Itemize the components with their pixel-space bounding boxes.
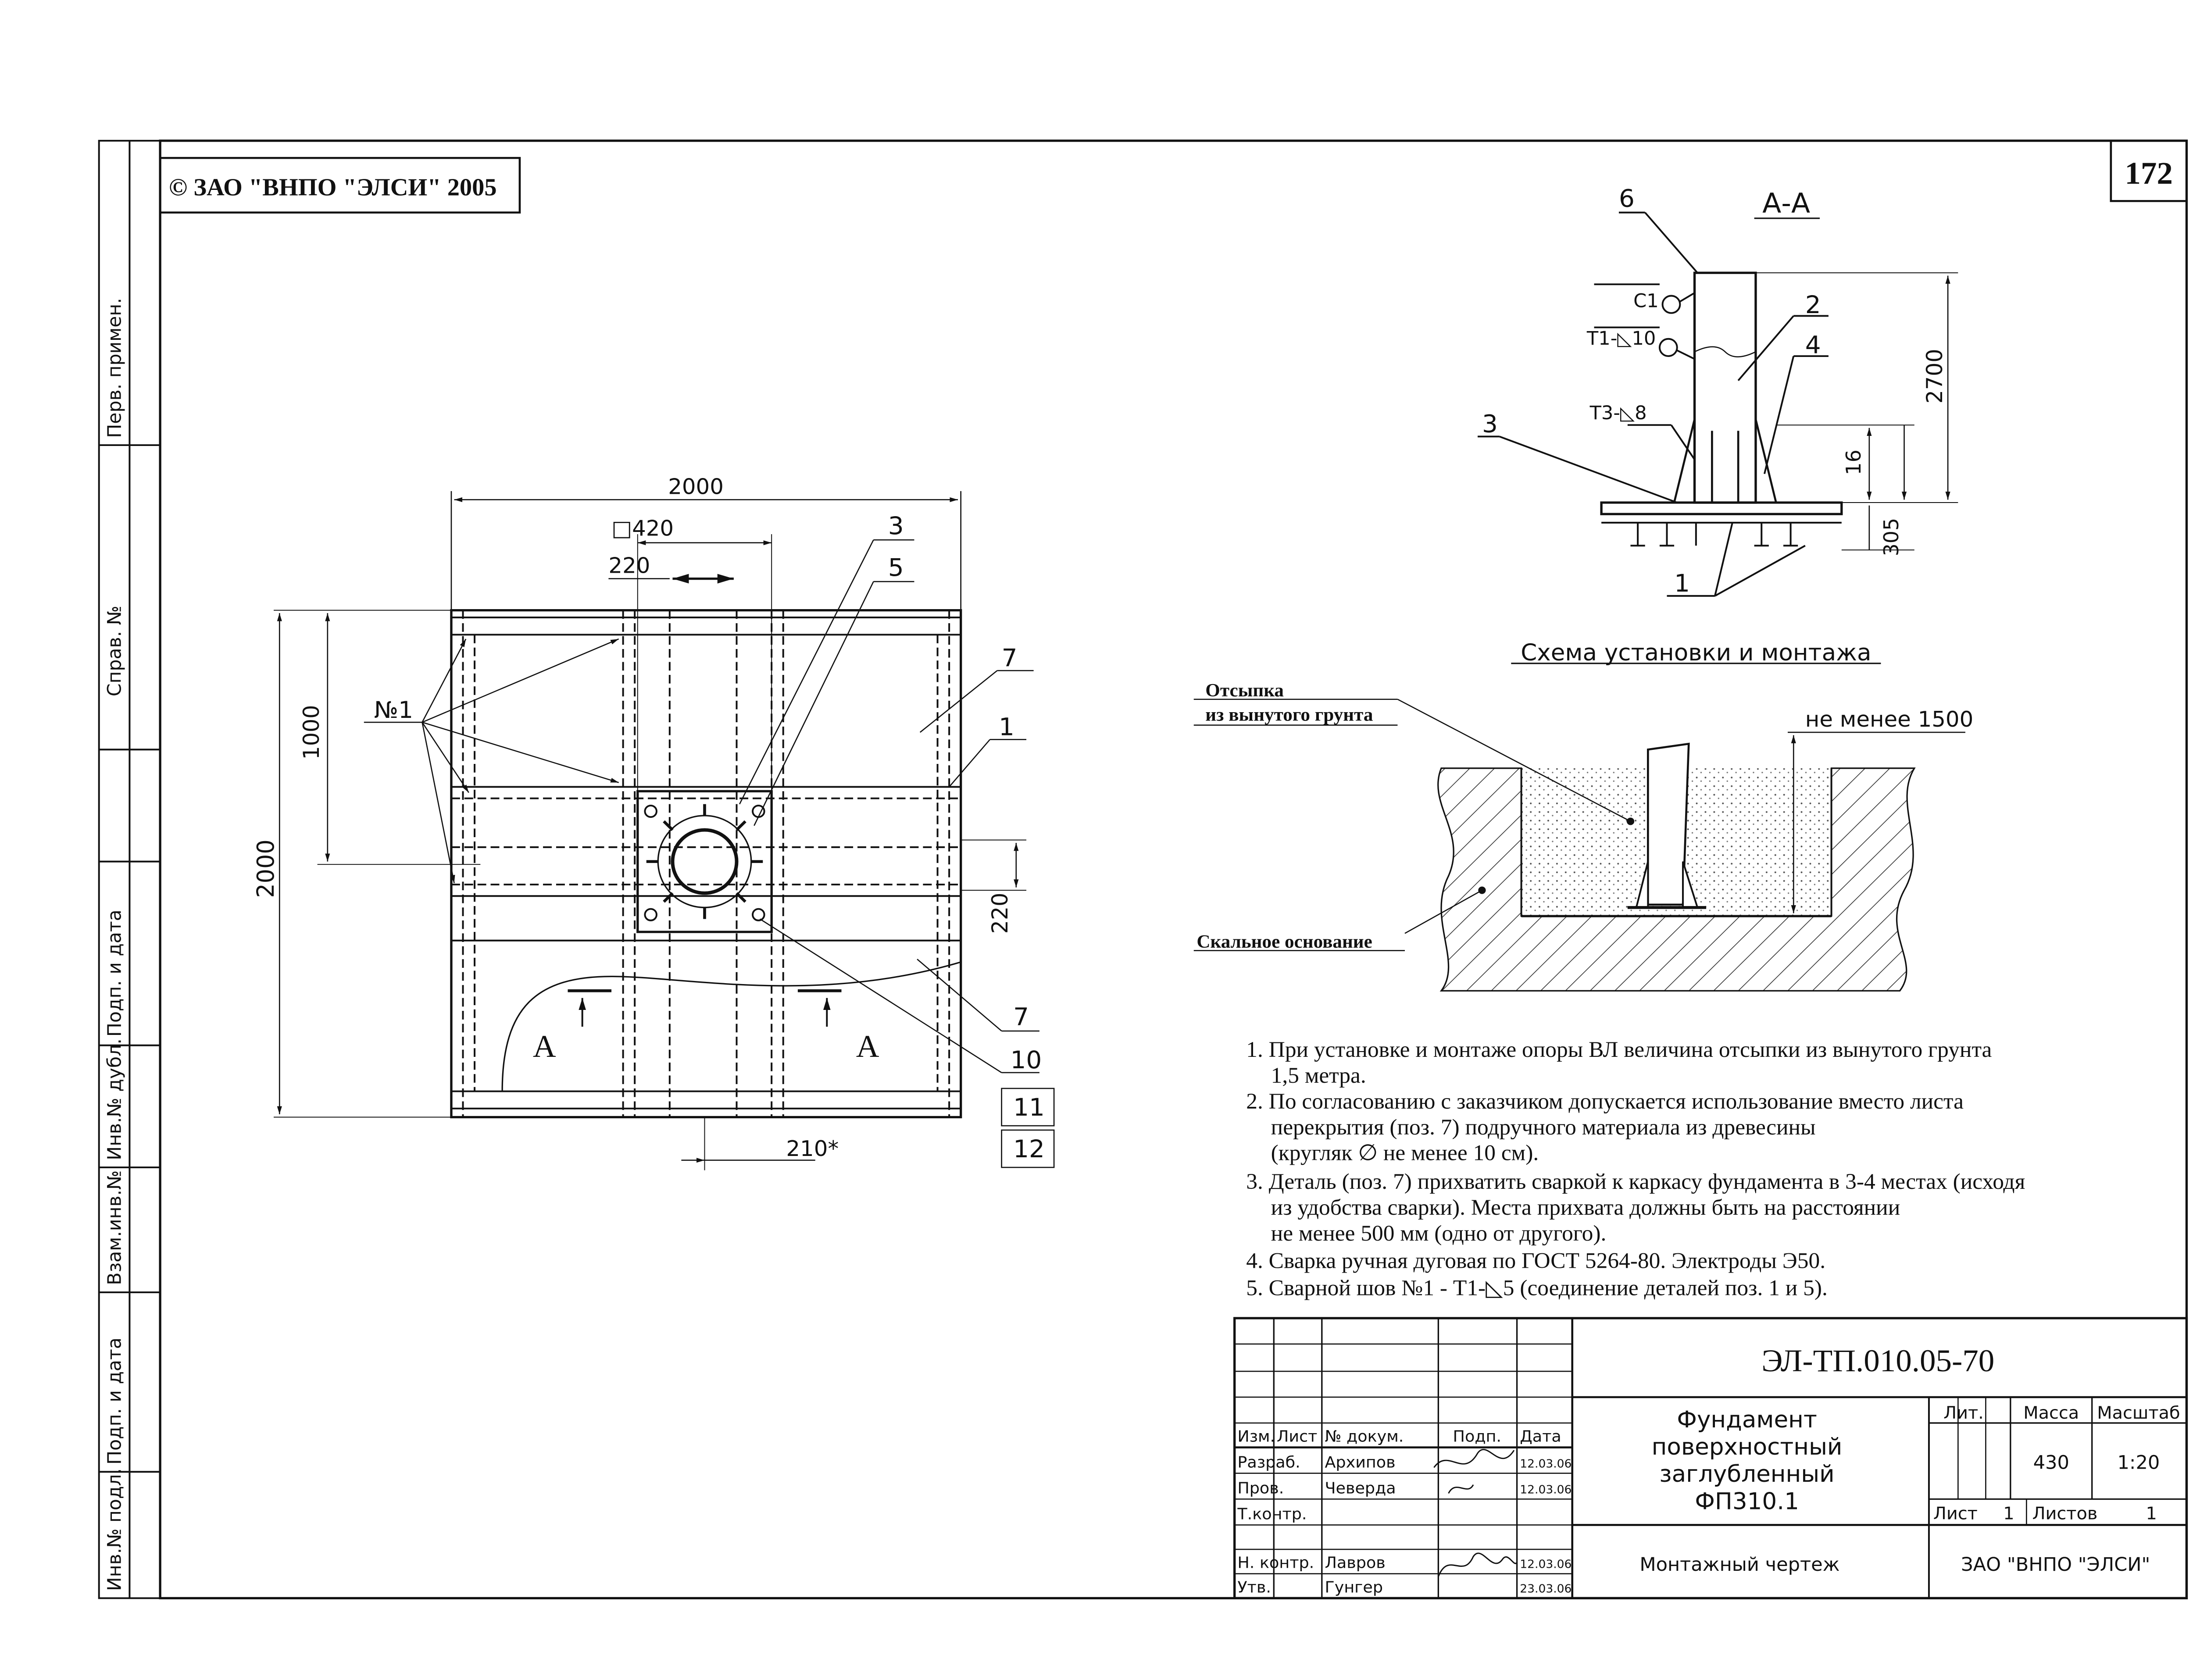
- dim-220-top: 220: [608, 553, 650, 578]
- note-line: 1,5 метра.: [1271, 1063, 1366, 1088]
- callout: 1: [999, 713, 1014, 742]
- side-stamp-label: Перв. примен.: [104, 298, 125, 438]
- role-label: Разраб.: [1237, 1453, 1300, 1472]
- dim-220-right: 220: [987, 893, 1013, 934]
- callout: 1: [1674, 569, 1690, 598]
- section-mark: A: [856, 1028, 879, 1063]
- drawing-type: Монтажный чертеж: [1639, 1554, 1839, 1576]
- section-title: А-А: [1762, 187, 1810, 219]
- note-line: (кругляк ∅ не менее 10 см).: [1271, 1141, 1539, 1166]
- note-line: не менее 500 мм (одно от другого).: [1271, 1221, 1607, 1246]
- weld-t1: Т1-◺10: [1586, 328, 1656, 350]
- note-line: перекрытия (поз. 7) подручного материала…: [1271, 1115, 1816, 1140]
- hdr-scale: Масштаб: [2097, 1403, 2180, 1423]
- title-block-grid: [1233, 1317, 2188, 1600]
- weld-label: №1: [374, 697, 413, 724]
- col-header: № докум.: [1325, 1427, 1404, 1446]
- label-backfill: из вынутого грунта: [1205, 705, 1373, 725]
- callout: 10: [1011, 1046, 1042, 1075]
- notes-block: 1. При установке и монтаже опоры ВЛ вели…: [1246, 1037, 2025, 1300]
- side-stamp-label: Справ. №: [104, 606, 125, 696]
- dim-plate: □420: [611, 516, 674, 541]
- callout: 3: [1482, 410, 1498, 439]
- callout: 7: [1002, 644, 1018, 673]
- role-date: 12.03.06: [1520, 1558, 1572, 1571]
- doc-code: ЭЛ-ТП.010.05-70: [1761, 1343, 1994, 1378]
- doc-name-line: поверхностный: [1652, 1434, 1843, 1460]
- role-name: Архипов: [1325, 1453, 1395, 1472]
- role-name: Гунгер: [1325, 1578, 1383, 1597]
- role-label: Утв.: [1237, 1578, 1271, 1597]
- dim-overall-width: 2000: [668, 474, 724, 499]
- plan-view: [274, 491, 1055, 1170]
- col-header: Подп.: [1453, 1427, 1501, 1446]
- callout: 12: [1013, 1135, 1045, 1164]
- note-line: 4. Сварка ручная дуговая по ГОСТ 5264-80…: [1246, 1248, 1825, 1273]
- note-line: 3. Деталь (поз. 7) прихватить сваркой к …: [1246, 1170, 2025, 1195]
- signatures: [1433, 1449, 1518, 1577]
- dim-height: 2700: [1922, 349, 1947, 403]
- note-line: 2. По согласованию с заказчиком допускае…: [1246, 1089, 1964, 1114]
- role-label: Пров.: [1237, 1479, 1284, 1498]
- weld-t3: Т3-◺8: [1589, 402, 1647, 424]
- dim-overall-height: 2000: [253, 839, 279, 898]
- sheets-label: Листов: [2032, 1504, 2098, 1524]
- weld-c1: C1: [1633, 290, 1659, 312]
- callout: 5: [888, 553, 904, 582]
- sheets-value: 1: [2146, 1504, 2157, 1524]
- doc-name-line: заглубленный: [1659, 1461, 1834, 1488]
- role-date: 12.03.06: [1520, 1458, 1572, 1471]
- callout: 4: [1805, 331, 1821, 360]
- role-label: Т.контр.: [1237, 1505, 1307, 1523]
- sheet-number-box: [2110, 139, 2188, 202]
- dim-min-depth: не менее 1500: [1805, 706, 1973, 732]
- col-header: Дата: [1520, 1427, 1561, 1446]
- side-stamp-label: Подп. и дата: [104, 910, 125, 1037]
- side-stamp-label: Подп. и дата: [104, 1338, 125, 1465]
- hdr-lit: Лит.: [1943, 1403, 1984, 1423]
- sheet-frame: [98, 139, 2188, 1600]
- copyright-text: © ЗАО "ВНПО "ЭЛСИ" 2005: [169, 174, 497, 201]
- organization: ЗАО "ВНПО "ЭЛСИ": [1961, 1554, 2150, 1576]
- dim-16: 16: [1842, 449, 1865, 475]
- dim-305: 305: [1879, 518, 1903, 556]
- role-date: 12.03.06: [1520, 1484, 1572, 1497]
- role-name: Лавров: [1325, 1553, 1385, 1572]
- label-backfill: Отсыпка: [1205, 680, 1284, 701]
- side-stamp-label: Взам.инв.№: [104, 1170, 125, 1285]
- role-date: 23.03.06: [1520, 1582, 1572, 1595]
- doc-name-line: Фундамент: [1677, 1406, 1817, 1433]
- callout: 6: [1619, 185, 1635, 213]
- hdr-mass: Масса: [2023, 1403, 2079, 1423]
- role-label: Н. контр.: [1237, 1553, 1314, 1572]
- col-header: Лист: [1277, 1427, 1317, 1446]
- callout: 7: [1013, 1003, 1029, 1031]
- label-rock: Скальное основание: [1197, 931, 1372, 952]
- note-line: 5. Сварной шов №1 - Т1-◺5 (соединение де…: [1246, 1276, 1828, 1301]
- note-line: из удобства сварки). Места прихвата долж…: [1271, 1195, 1900, 1220]
- dim-half-height: 1000: [299, 705, 324, 760]
- callout: 2: [1805, 291, 1821, 319]
- sheet-label: Лист: [1933, 1504, 1978, 1524]
- side-stamp-label: Инв.№ дубл.: [104, 1038, 125, 1160]
- role-name: Чеверда: [1325, 1479, 1396, 1498]
- callout: 11: [1013, 1094, 1045, 1122]
- col-header: Изм.: [1237, 1427, 1275, 1446]
- mass-value: 430: [2033, 1452, 2069, 1474]
- copyright-box: [159, 157, 521, 214]
- note-line: 1. При установке и монтаже опоры ВЛ вели…: [1246, 1037, 1992, 1062]
- doc-name-line: ФП310.1: [1695, 1488, 1799, 1515]
- sheet-number: 172: [2125, 156, 2173, 191]
- side-stamp-label: Инв.№ подл.: [104, 1468, 125, 1591]
- dim-210: 210*: [786, 1136, 839, 1161]
- install-scheme: [1193, 663, 1965, 992]
- scheme-title: Схема установки и монтажа: [1521, 640, 1871, 667]
- section-mark: A: [533, 1028, 556, 1063]
- sheet-value: 1: [2003, 1504, 2014, 1524]
- scale-value: 1:20: [2117, 1452, 2160, 1474]
- callout: 3: [888, 512, 904, 540]
- section-view: [1477, 211, 1958, 597]
